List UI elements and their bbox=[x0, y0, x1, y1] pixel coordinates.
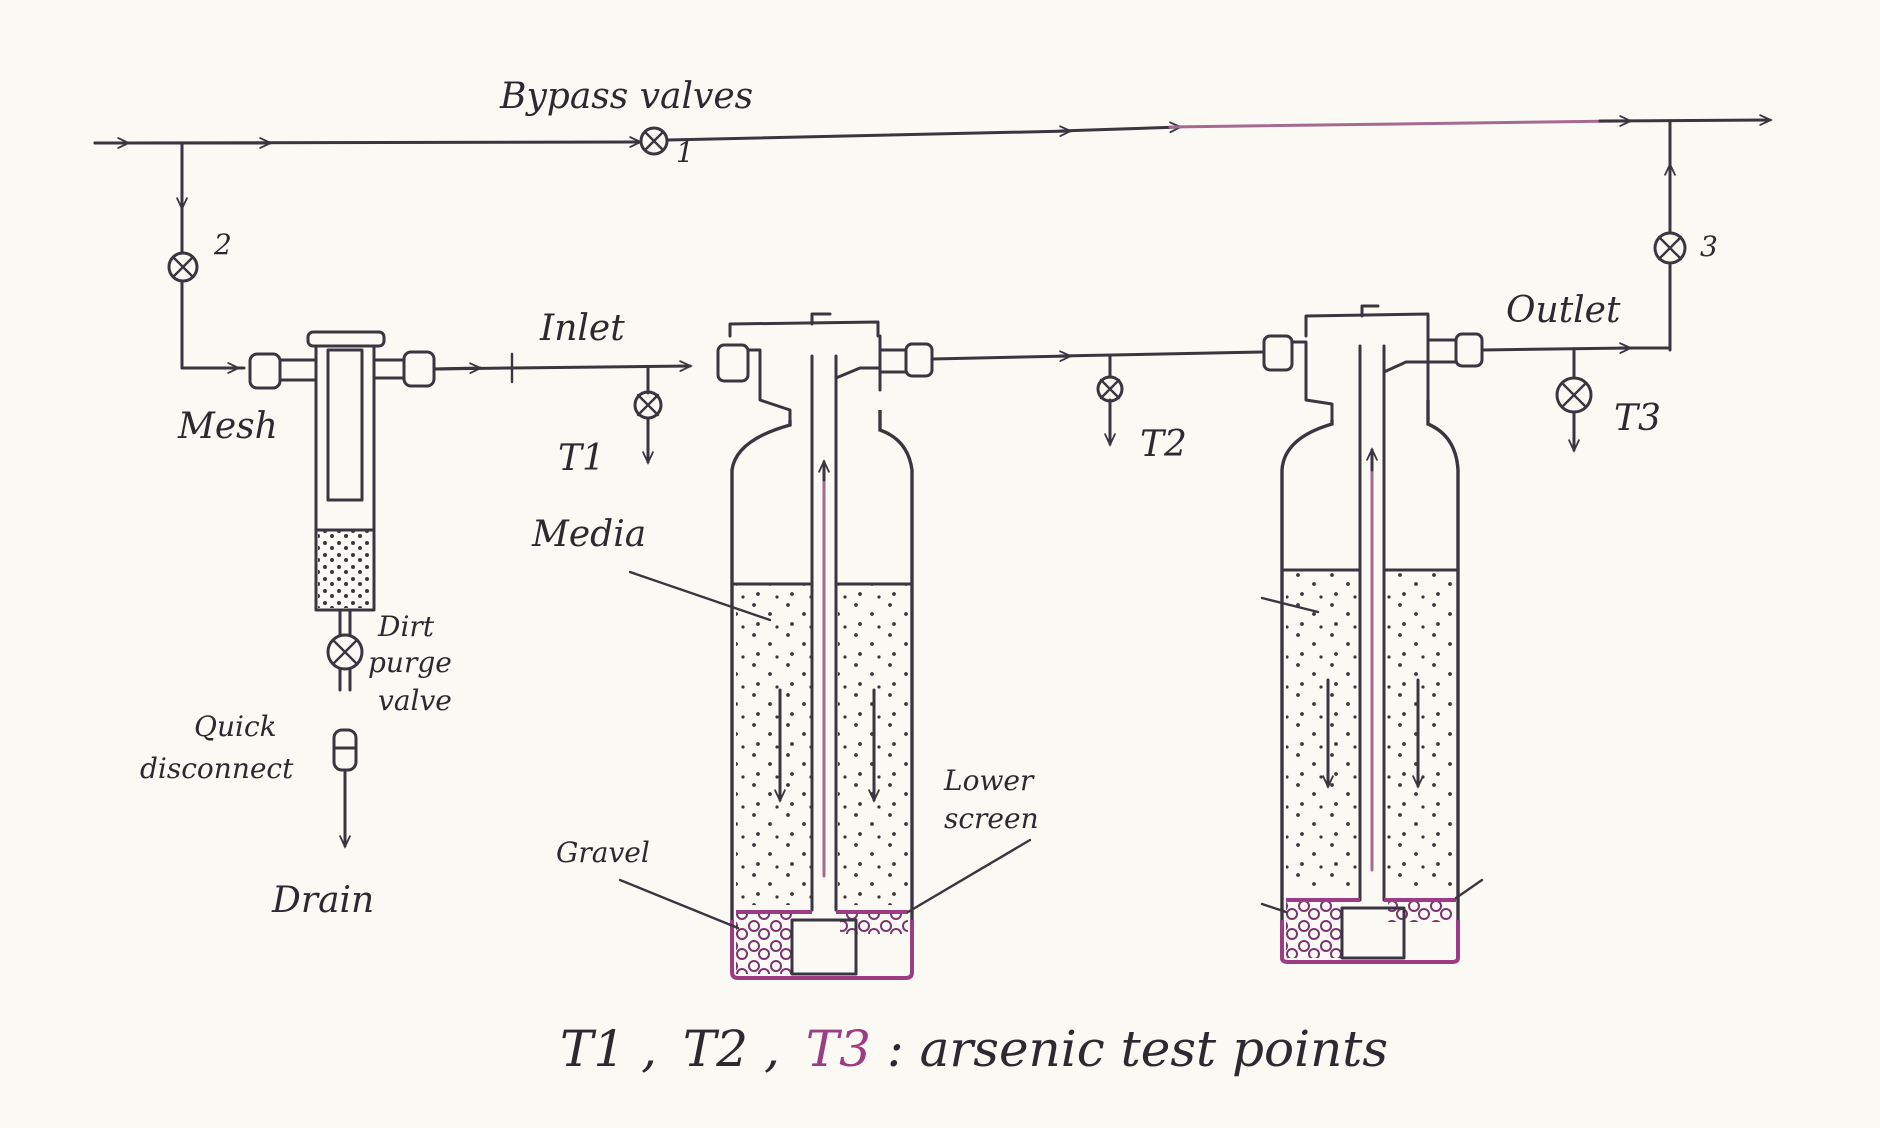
dirt-purge-valve-label-2: purge bbox=[368, 646, 452, 679]
dirt-purge-valve-label-3: valve bbox=[378, 684, 452, 717]
outlet-label: Outlet bbox=[1506, 290, 1621, 331]
caption: T1 , T2 , T3 : arsenic test points bbox=[560, 1020, 1388, 1078]
inlet-line bbox=[432, 352, 690, 462]
valve-3-icon bbox=[1653, 231, 1687, 265]
drain-label: Drain bbox=[271, 880, 374, 921]
test-point-t2-valve-icon bbox=[1096, 375, 1124, 403]
intertank-line bbox=[930, 352, 1264, 444]
valve-1-label: 1 bbox=[676, 136, 694, 169]
leader-lines bbox=[618, 570, 1032, 930]
test-point-t3-valve-icon bbox=[1555, 376, 1593, 414]
t2-label: T2 bbox=[1140, 424, 1187, 465]
caption-rest: : arsenic test points bbox=[887, 1020, 1388, 1078]
caption-sep-2: , bbox=[764, 1020, 780, 1078]
caption-t2: T2 bbox=[683, 1020, 748, 1078]
dirt-purge-valve-label-1: Dirt bbox=[377, 610, 435, 643]
inlet-label: Inlet bbox=[539, 308, 625, 349]
media-tank-1 bbox=[716, 312, 934, 980]
test-point-t1-valve-icon bbox=[633, 390, 663, 420]
valve-2-icon bbox=[167, 251, 199, 283]
left-branch bbox=[182, 141, 246, 368]
media-label: Media bbox=[531, 514, 646, 555]
valve-2-label: 2 bbox=[213, 228, 232, 261]
mesh-label: Mesh bbox=[177, 406, 278, 447]
sediment-filter bbox=[248, 330, 436, 637]
valve-3-label: 3 bbox=[1700, 230, 1718, 263]
lower-screen-label-1: Lower bbox=[943, 764, 1035, 797]
gravel-label: Gravel bbox=[556, 836, 650, 869]
t1-label: T1 bbox=[558, 438, 605, 479]
bypass-line bbox=[93, 120, 1770, 143]
media-tank-2 bbox=[1260, 304, 1484, 964]
bypass-valve-1-icon bbox=[639, 126, 669, 156]
quick-disconnect-label-2: disconnect bbox=[140, 752, 294, 785]
quick-disconnect bbox=[332, 667, 358, 846]
t3-label: T3 bbox=[1614, 398, 1661, 439]
outlet-line bbox=[1480, 348, 1672, 450]
quick-disconnect-label-1: Quick bbox=[194, 710, 277, 743]
lower-screen-label-2: screen bbox=[944, 802, 1039, 835]
bypass-valves-label: Bypass valves bbox=[499, 76, 753, 117]
caption-t1: T1 bbox=[560, 1020, 625, 1078]
caption-sep-1: , bbox=[641, 1020, 657, 1078]
caption-t3: T3 bbox=[806, 1020, 871, 1078]
dirt-purge-valve-icon bbox=[326, 633, 364, 671]
